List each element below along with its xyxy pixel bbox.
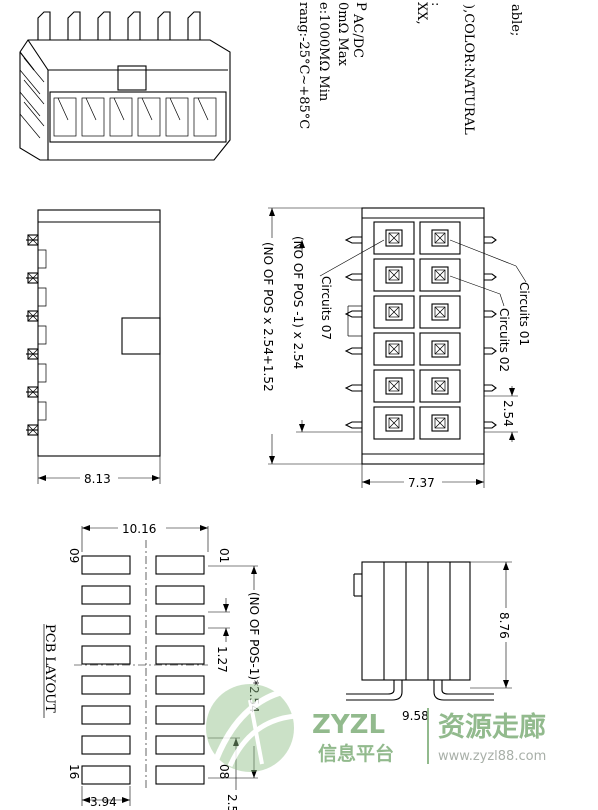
watermark-brand-cn-1: 信息平台: [318, 742, 394, 765]
pcb-pad-right: [155, 705, 205, 725]
bottom-width-label: 9.58: [402, 709, 429, 723]
pcb-pad-right: [155, 585, 205, 605]
pin-label-16: 16: [67, 764, 81, 779]
pcb-pad-left: [81, 675, 131, 695]
front-pin-left: [344, 310, 362, 318]
side-width-label: 8.13: [84, 472, 111, 486]
front-pin-right: [484, 421, 497, 429]
pin-label-08: 08: [217, 764, 231, 779]
iso-cavity: [53, 97, 77, 137]
spec-notes: able; ),COLOR:NATURAL : XX, P AC/DC 0mΩ …: [296, 2, 523, 135]
front-pin-left: [344, 421, 362, 429]
front-cavity: [419, 221, 461, 255]
spec-line-1: able;: [508, 4, 523, 36]
pcb-pad-left: [81, 705, 131, 725]
front-cavity: [419, 258, 461, 292]
iso-pin: [37, 11, 51, 40]
bottom-height-label: 8.76: [497, 612, 511, 639]
iso-cavity: [81, 97, 105, 137]
spec-line-8: e:1000MΩ Min: [316, 2, 331, 102]
bottom-view: 8.76 9.58: [346, 561, 512, 723]
spec-line-4: XX,: [414, 2, 429, 25]
front-pin-left: [344, 347, 362, 355]
pcb-pad-left: [81, 765, 131, 785]
front-pin-left: [344, 384, 362, 392]
side-view: 8.13: [26, 209, 161, 486]
pcb-offset-label: 3.94: [90, 795, 117, 809]
front-cavity: [373, 221, 415, 255]
pcb-layout-title: PCB LAYOUT: [42, 624, 57, 713]
circuit-07-label: Circuits 07: [319, 276, 333, 340]
front-pin-right: [484, 310, 497, 318]
pin-span-formula: (NO OF POS -1) x 2.54: [291, 236, 305, 369]
pcb-pad-left: [81, 615, 131, 635]
iso-cavity: [137, 97, 161, 137]
spec-line-7: 0mΩ Max: [335, 2, 350, 67]
spec-line-6: AC/DC: [350, 13, 365, 58]
pin-label-01: 01: [217, 548, 231, 563]
pcb-pitch-label: 1.27: [215, 646, 229, 673]
front-cavity: [373, 332, 415, 366]
spec-line-3: :: [428, 2, 443, 6]
pcb-pad-left: [81, 585, 131, 605]
spec-line-9: rang:-25°C~+85°C: [296, 2, 311, 129]
watermark: ZYZL 信息平台 资源走廊 www.zyzl88.com: [206, 684, 546, 772]
pcb-pad-right: [155, 735, 205, 755]
iso-pin: [187, 11, 201, 40]
pcb-bottom-pitch-label: 2.54: [225, 794, 239, 810]
spec-line-5: P: [353, 2, 368, 11]
pcb-pad-right: [155, 555, 205, 575]
overall-length-formula: (NO OF POS x 2.54+1.52: [261, 242, 275, 392]
pcb-pos-formula: (NO OF POS-1)*2.54: [247, 592, 261, 713]
iso-pin: [67, 11, 81, 40]
front-cavity: [373, 258, 415, 292]
front-pin-right: [484, 273, 497, 281]
pcb-layout: 10.16 09 01 16 08 PCB LAYOUT (NO OF POS-…: [42, 522, 261, 810]
pcb-pad-left: [81, 645, 131, 665]
iso-cavity: [165, 97, 189, 137]
front-pin-right: [484, 384, 497, 392]
front-cavity: [373, 406, 415, 440]
front-pin-left: [344, 273, 362, 281]
pcb-pad-right: [155, 765, 205, 785]
pcb-pad-left: [81, 555, 131, 575]
pcb-pad-right: [155, 645, 205, 665]
iso-cavity: [109, 97, 133, 137]
iso-cavity: [193, 97, 217, 137]
spec-line-2: ),COLOR:NATURAL: [461, 4, 476, 135]
pcb-pad-left: [81, 735, 131, 755]
front-view: (NO OF POS x 2.54+1.52 (NO OF POS -1) x …: [261, 207, 531, 490]
front-pin-left: [344, 236, 362, 244]
front-pitch-label: 2.54: [501, 400, 515, 427]
front-cavity: [419, 295, 461, 329]
pcb-pad-right: [155, 675, 205, 695]
front-cavity: [419, 369, 461, 403]
front-cavity: [419, 332, 461, 366]
iso-pin: [97, 11, 111, 40]
isometric-view: [19, 11, 231, 161]
front-cavity: [419, 406, 461, 440]
front-pin-right: [484, 347, 497, 355]
front-cavity: [373, 369, 415, 403]
front-width-label: 7.37: [408, 476, 435, 490]
circuit-01-label: Circuits 01: [517, 282, 531, 346]
circuit-02-label: Circuits 02: [497, 308, 511, 372]
watermark-url: www.zyzl88.com: [438, 749, 546, 764]
watermark-brand-latin: ZYZL: [312, 710, 385, 740]
front-pin-right: [484, 236, 497, 244]
pcb-width-label: 10.16: [122, 522, 156, 536]
front-cavity: [373, 295, 415, 329]
iso-pin: [157, 11, 171, 40]
watermark-logo: [206, 684, 297, 772]
pcb-pad-right: [155, 615, 205, 635]
pin-label-09: 09: [67, 548, 81, 563]
iso-pin: [127, 11, 141, 40]
watermark-brand-cn-2: 资源走廊: [438, 711, 546, 743]
